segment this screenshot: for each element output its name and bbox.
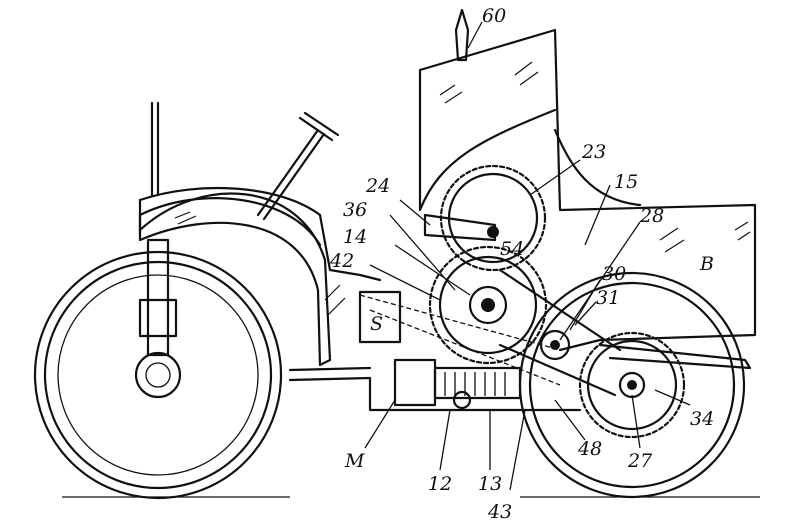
front-fender [138,192,346,367]
lever-60 [454,8,470,62]
label-54: 54 [500,238,524,260]
label-15: 15 [614,171,638,193]
label-12: 12 [428,473,452,495]
label-28: 28 [639,205,664,227]
label-s: S [370,313,383,335]
label-30: 30 [602,263,626,285]
label-42: 42 [329,250,354,272]
steering [150,101,340,221]
label-31: 31 [596,287,620,309]
frame-base [288,366,582,412]
label-60: 60 [482,5,506,27]
label-43: 43 [487,501,512,523]
label-36: 36 [343,199,367,221]
motor-m [393,358,522,410]
gear-34 [578,331,686,439]
label-14: 14 [343,226,367,248]
leader-lines [364,21,691,491]
label-34: 34 [690,408,714,430]
front-wheel [33,250,283,500]
label-b: B [699,253,714,275]
drive-chain [359,268,622,397]
gear-23 [439,164,547,272]
rear-spring [598,343,752,370]
reference-labels: 60 23 24 15 36 28 14 54 42 B 30 31 S M 1… [329,5,714,523]
front-fork [138,238,178,357]
box-s [358,290,402,344]
label-23: 23 [581,141,606,163]
cab-body [418,28,757,352]
label-24: 24 [365,175,390,197]
label-13: 13 [478,473,502,495]
arm-24 [423,213,497,242]
label-48: 48 [577,438,602,460]
label-m: M [344,450,365,472]
label-27: 27 [627,450,653,472]
front-body [138,186,382,282]
sprocket-28 [539,329,571,361]
gear-14 [428,245,548,365]
